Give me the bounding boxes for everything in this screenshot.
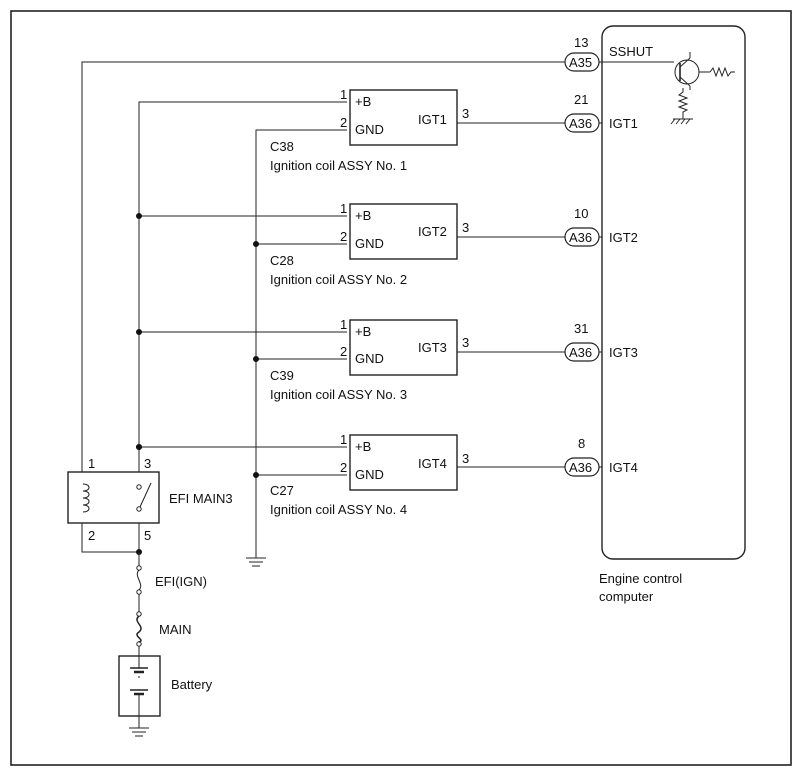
relay-pin-1: 1 (88, 456, 95, 471)
coil-1-ecu-connector-label: A36 (569, 116, 592, 131)
coil-3-ecu-connector-label: A36 (569, 345, 592, 360)
coil-3-pin-gnd-label: GND (355, 351, 384, 366)
coil-3-box (349, 319, 458, 376)
diagram-frame (10, 10, 792, 766)
relay-pin-5: 5 (144, 528, 151, 543)
efi-main3-relay: 1 3 2 5 EFI MAIN3 (67, 456, 233, 543)
coil-1-ecu-connector (564, 113, 600, 133)
connector-a35-label: A35 (569, 55, 592, 70)
coil-4-pin-gnd: 2 (340, 460, 347, 475)
coil-2-ecu-connector-label: A36 (569, 230, 592, 245)
coil-1-igt-label: IGT1 (418, 112, 447, 127)
coil-3-ecu-connector (564, 342, 600, 362)
coil-1-box (349, 89, 458, 146)
coil-2-pin-igt: 3 (462, 220, 469, 235)
ignition-coil-3: 1 +B 2 GND IGT3 3 A36 31 IGT3 C39 Igniti… (136, 317, 638, 402)
sshut-pin-number: 13 (574, 35, 588, 50)
coil-4-pin-gnd-label: GND (355, 467, 384, 482)
coil-1-ecu-pin: 21 (574, 92, 588, 107)
sshut-wire (81, 61, 565, 553)
coil-4-pin-b-label: +B (355, 439, 371, 454)
coil-4-pin-b: 1 (340, 432, 347, 447)
coil-2-ecu-terminal: IGT2 (609, 230, 638, 245)
coil-2-pin-b: 1 (340, 201, 347, 216)
coil-4-ecu-connector-label: A36 (569, 460, 592, 475)
ignition-coil-1: 1 +B 2 GND IGT1 3 A36 21 IGT1 C38 Igniti… (270, 87, 638, 173)
coil-3-connector: C39 (270, 368, 294, 383)
battery-label: Battery (171, 677, 213, 692)
ignition-coil-4: 1 +B 2 GND IGT4 3 A36 8 IGT4 C27 Ignitio… (136, 432, 638, 517)
main-fusible-link: MAIN (136, 611, 192, 656)
ecu-label-line1: Engine control (599, 571, 682, 586)
coil-4-ecu-terminal: IGT4 (609, 460, 638, 475)
coil-1-connector: C38 (270, 139, 294, 154)
sshut-circuit: A35 13 SSHUT (81, 35, 735, 553)
ground-symbol-battery (129, 716, 149, 737)
battery: Battery (118, 655, 213, 717)
coil-2-name: Ignition coil ASSY No. 2 (270, 272, 407, 287)
coil-2-pin-gnd: 2 (340, 229, 347, 244)
efi-ign-fuse: EFI(IGN) (136, 552, 207, 612)
coil-3-name: Ignition coil ASSY No. 3 (270, 387, 407, 402)
ecu-label-line2: computer (599, 589, 654, 604)
coil-1-name: Ignition coil ASSY No. 1 (270, 158, 407, 173)
coil-3-pin-b: 1 (340, 317, 347, 332)
coil-4-connector: C27 (270, 483, 294, 498)
coil-4-ecu-connector (564, 457, 600, 477)
relay-box (67, 471, 160, 524)
relay-pin-2: 2 (88, 528, 95, 543)
ignition-coil-2: 1 +B 2 GND IGT2 3 A36 10 IGT2 C28 Igniti… (136, 201, 638, 287)
coil-3-pin-igt: 3 (462, 335, 469, 350)
coil-4-box (349, 434, 458, 491)
coil-2-box (349, 203, 458, 260)
coil-3-pin-b-label: +B (355, 324, 371, 339)
gnd-bus (255, 129, 347, 558)
coil-2-ecu-pin: 10 (574, 206, 588, 221)
coil-1-pin-igt: 3 (462, 106, 469, 121)
battery-icon (130, 656, 148, 716)
sshut-terminal-label: SSHUT (609, 44, 653, 59)
coil-1-pin-b: 1 (340, 87, 347, 102)
connector-a35 (564, 52, 600, 72)
coil-2-ecu-connector (564, 227, 600, 247)
relay-name: EFI MAIN3 (169, 491, 233, 506)
coil-4-name: Ignition coil ASSY No. 4 (270, 502, 407, 517)
coil-3-pin-gnd: 2 (340, 344, 347, 359)
coil-1-pin-gnd-label: GND (355, 122, 384, 137)
coil-1-pin-gnd: 2 (340, 115, 347, 130)
coil-4-igt-label: IGT4 (418, 456, 447, 471)
relay-switch-icon (136, 482, 152, 512)
coil-3-igt-label: IGT3 (418, 340, 447, 355)
transistor-icon (602, 52, 735, 125)
plus-b-bus (138, 101, 347, 552)
coil-3-ecu-terminal: IGT3 (609, 345, 638, 360)
coil-2-pin-gnd-label: GND (355, 236, 384, 251)
engine-control-computer: Engine control computer (599, 25, 746, 604)
coil-2-connector: C28 (270, 253, 294, 268)
ecu-box (601, 25, 746, 560)
coil-3-ecu-pin: 31 (574, 321, 588, 336)
fusible-link-label: MAIN (159, 622, 192, 637)
relay-coil-icon (82, 483, 90, 513)
coil-1-pin-b-label: +B (355, 94, 371, 109)
coil-2-igt-label: IGT2 (418, 224, 447, 239)
ground-symbol-coils (246, 557, 266, 567)
coil-2-pin-b-label: +B (355, 208, 371, 223)
coil-4-ecu-pin: 8 (578, 436, 585, 451)
coil-4-pin-igt: 3 (462, 451, 469, 466)
coil-1-ecu-terminal: IGT1 (609, 116, 638, 131)
fuse-label: EFI(IGN) (155, 574, 207, 589)
relay-pin-3: 3 (144, 456, 151, 471)
